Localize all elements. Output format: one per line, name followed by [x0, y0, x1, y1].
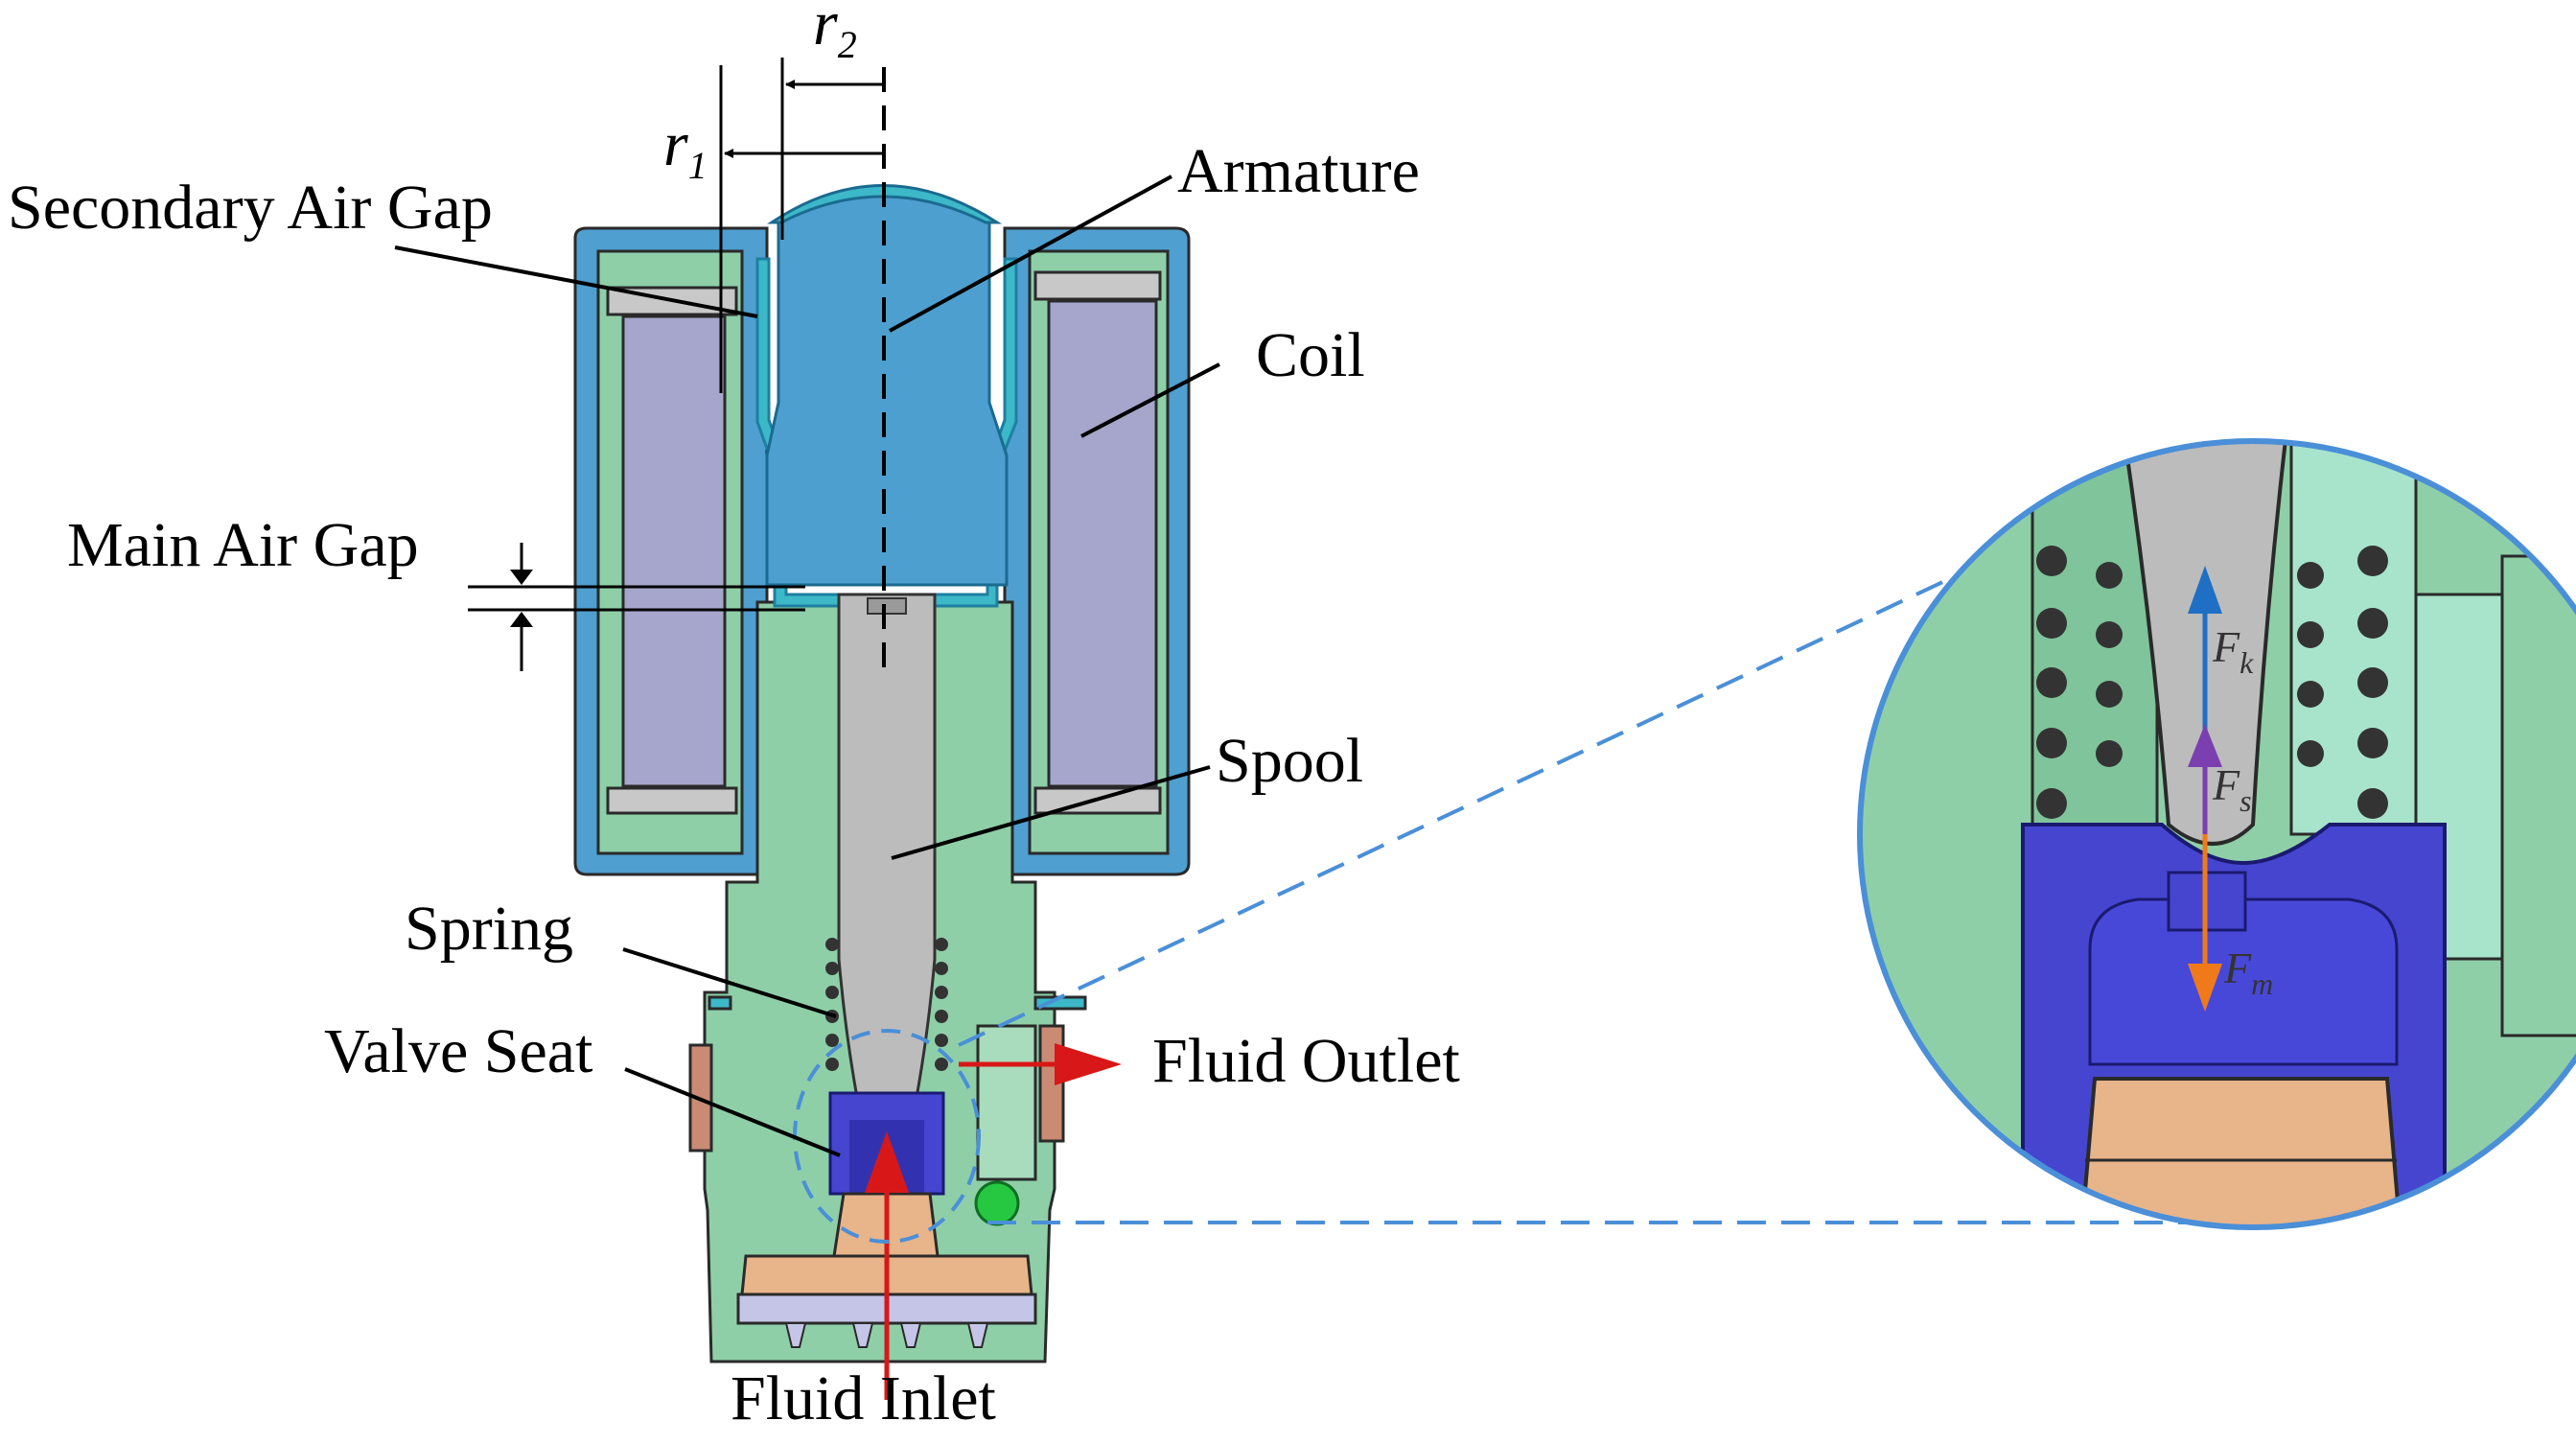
zoom-seat-cavity	[2088, 897, 2399, 1066]
spacer-left-bottom	[606, 786, 738, 815]
spring-label: Spring	[405, 894, 573, 964]
dimension-marks: r1 r2	[663, 0, 884, 393]
spool-label: Spool	[1216, 726, 1363, 796]
secondary-air-gap-label: Secondary Air Gap	[8, 173, 493, 243]
inlet-flow-arrowhead	[865, 1131, 909, 1193]
fluid-outlet-label: Fluid Outlet	[1152, 1026, 1460, 1096]
r1-label: r1	[663, 109, 708, 187]
outlet-flow-arrowhead	[1055, 1043, 1122, 1085]
spool-neck	[867, 597, 907, 615]
fluid-inlet-label: Fluid Inlet	[731, 1363, 996, 1433]
zoom-circle-border	[1857, 438, 2576, 1230]
coil-label: Coil	[1256, 320, 1365, 390]
valve-cross-section	[573, 67, 1191, 1400]
fs-arrowhead	[2188, 724, 2222, 767]
r2-label: r2	[813, 0, 857, 66]
filter-teeth	[784, 1322, 989, 1348]
coil-winding-left	[621, 314, 727, 788]
armature-label: Armature	[1177, 136, 1420, 206]
zoom-spring-coils	[2036, 546, 2388, 819]
spacer-right-top	[1033, 270, 1162, 301]
armature-body	[765, 188, 1009, 587]
fs-label: Fs	[2212, 760, 2252, 818]
zoom-connectors	[958, 545, 2205, 1224]
zoom-detail: Fk Fs Fm	[1857, 438, 2576, 1230]
check-ball	[974, 1180, 1020, 1226]
main-air-gap-marker	[468, 543, 805, 671]
main-air-gap-label: Main Air Gap	[67, 510, 419, 580]
coil-winding-right	[1047, 299, 1158, 788]
valve-seat-label: Valve Seat	[324, 1016, 592, 1086]
fk-label: Fk	[2212, 622, 2254, 680]
zoom-insert	[2077, 1077, 2404, 1227]
flange-left	[708, 995, 732, 1011]
fk-arrowhead	[2188, 566, 2222, 614]
labels: Secondary Air Gap Armature Coil Main Air…	[8, 136, 1460, 1433]
armature-cap	[767, 184, 1003, 224]
fm-arrowhead	[2188, 964, 2222, 1012]
outlet-port	[976, 1024, 1037, 1181]
fm-label: Fm	[2223, 943, 2273, 1001]
